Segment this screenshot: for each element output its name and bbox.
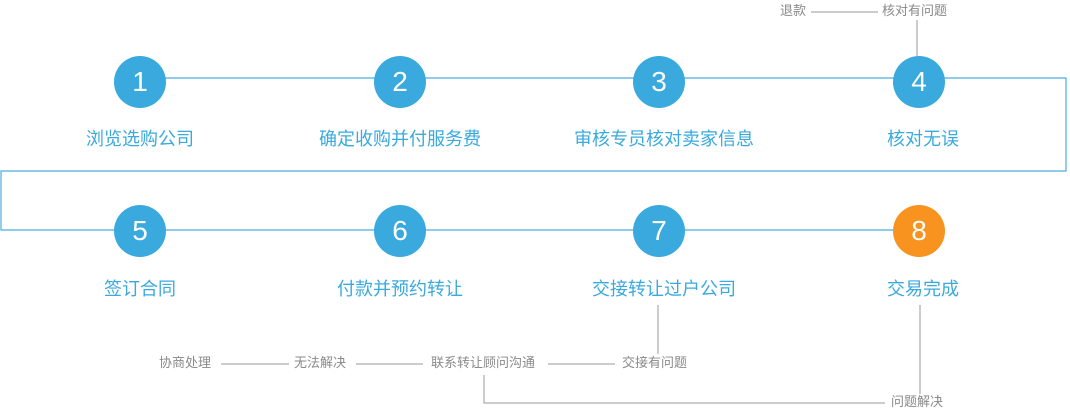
step-7-label: 交接转让过户公司 (592, 279, 736, 300)
note-problem-solved: 问题解决 (891, 395, 944, 410)
step-8-circle: 8 (893, 205, 945, 257)
note-handover-problem: 交接有问题 (622, 356, 688, 371)
step-1-label: 浏览选购公司 (86, 129, 194, 150)
note-contact-advisor: 联系转让顾问沟通 (431, 356, 536, 371)
step-2-label: 确定收购并付服务费 (319, 129, 481, 150)
solved-return-line (483, 375, 885, 404)
step-2-circle: 2 (374, 56, 426, 108)
step-6-label: 付款并预约转让 (337, 279, 463, 300)
step-3-label: 审核专员核对卖家信息 (574, 129, 754, 150)
annotation-lines (221, 11, 921, 404)
step-8-label: 交易完成 (887, 279, 959, 300)
note-negotiate: 协商处理 (159, 356, 212, 371)
note-cannot-solve: 无法解决 (294, 356, 347, 371)
note-verify-problem: 核对有问题 (882, 4, 948, 19)
step-4-label: 核对无误 (887, 129, 959, 150)
step-5-label: 签订合同 (104, 279, 176, 300)
step-7-circle: 7 (633, 205, 685, 257)
step-3-circle: 3 (633, 56, 685, 108)
step-5-circle: 5 (114, 205, 166, 257)
step-4-circle: 4 (893, 56, 945, 108)
step-1-circle: 1 (114, 56, 166, 108)
step-6-circle: 6 (374, 205, 426, 257)
note-refund: 退款 (780, 4, 807, 19)
